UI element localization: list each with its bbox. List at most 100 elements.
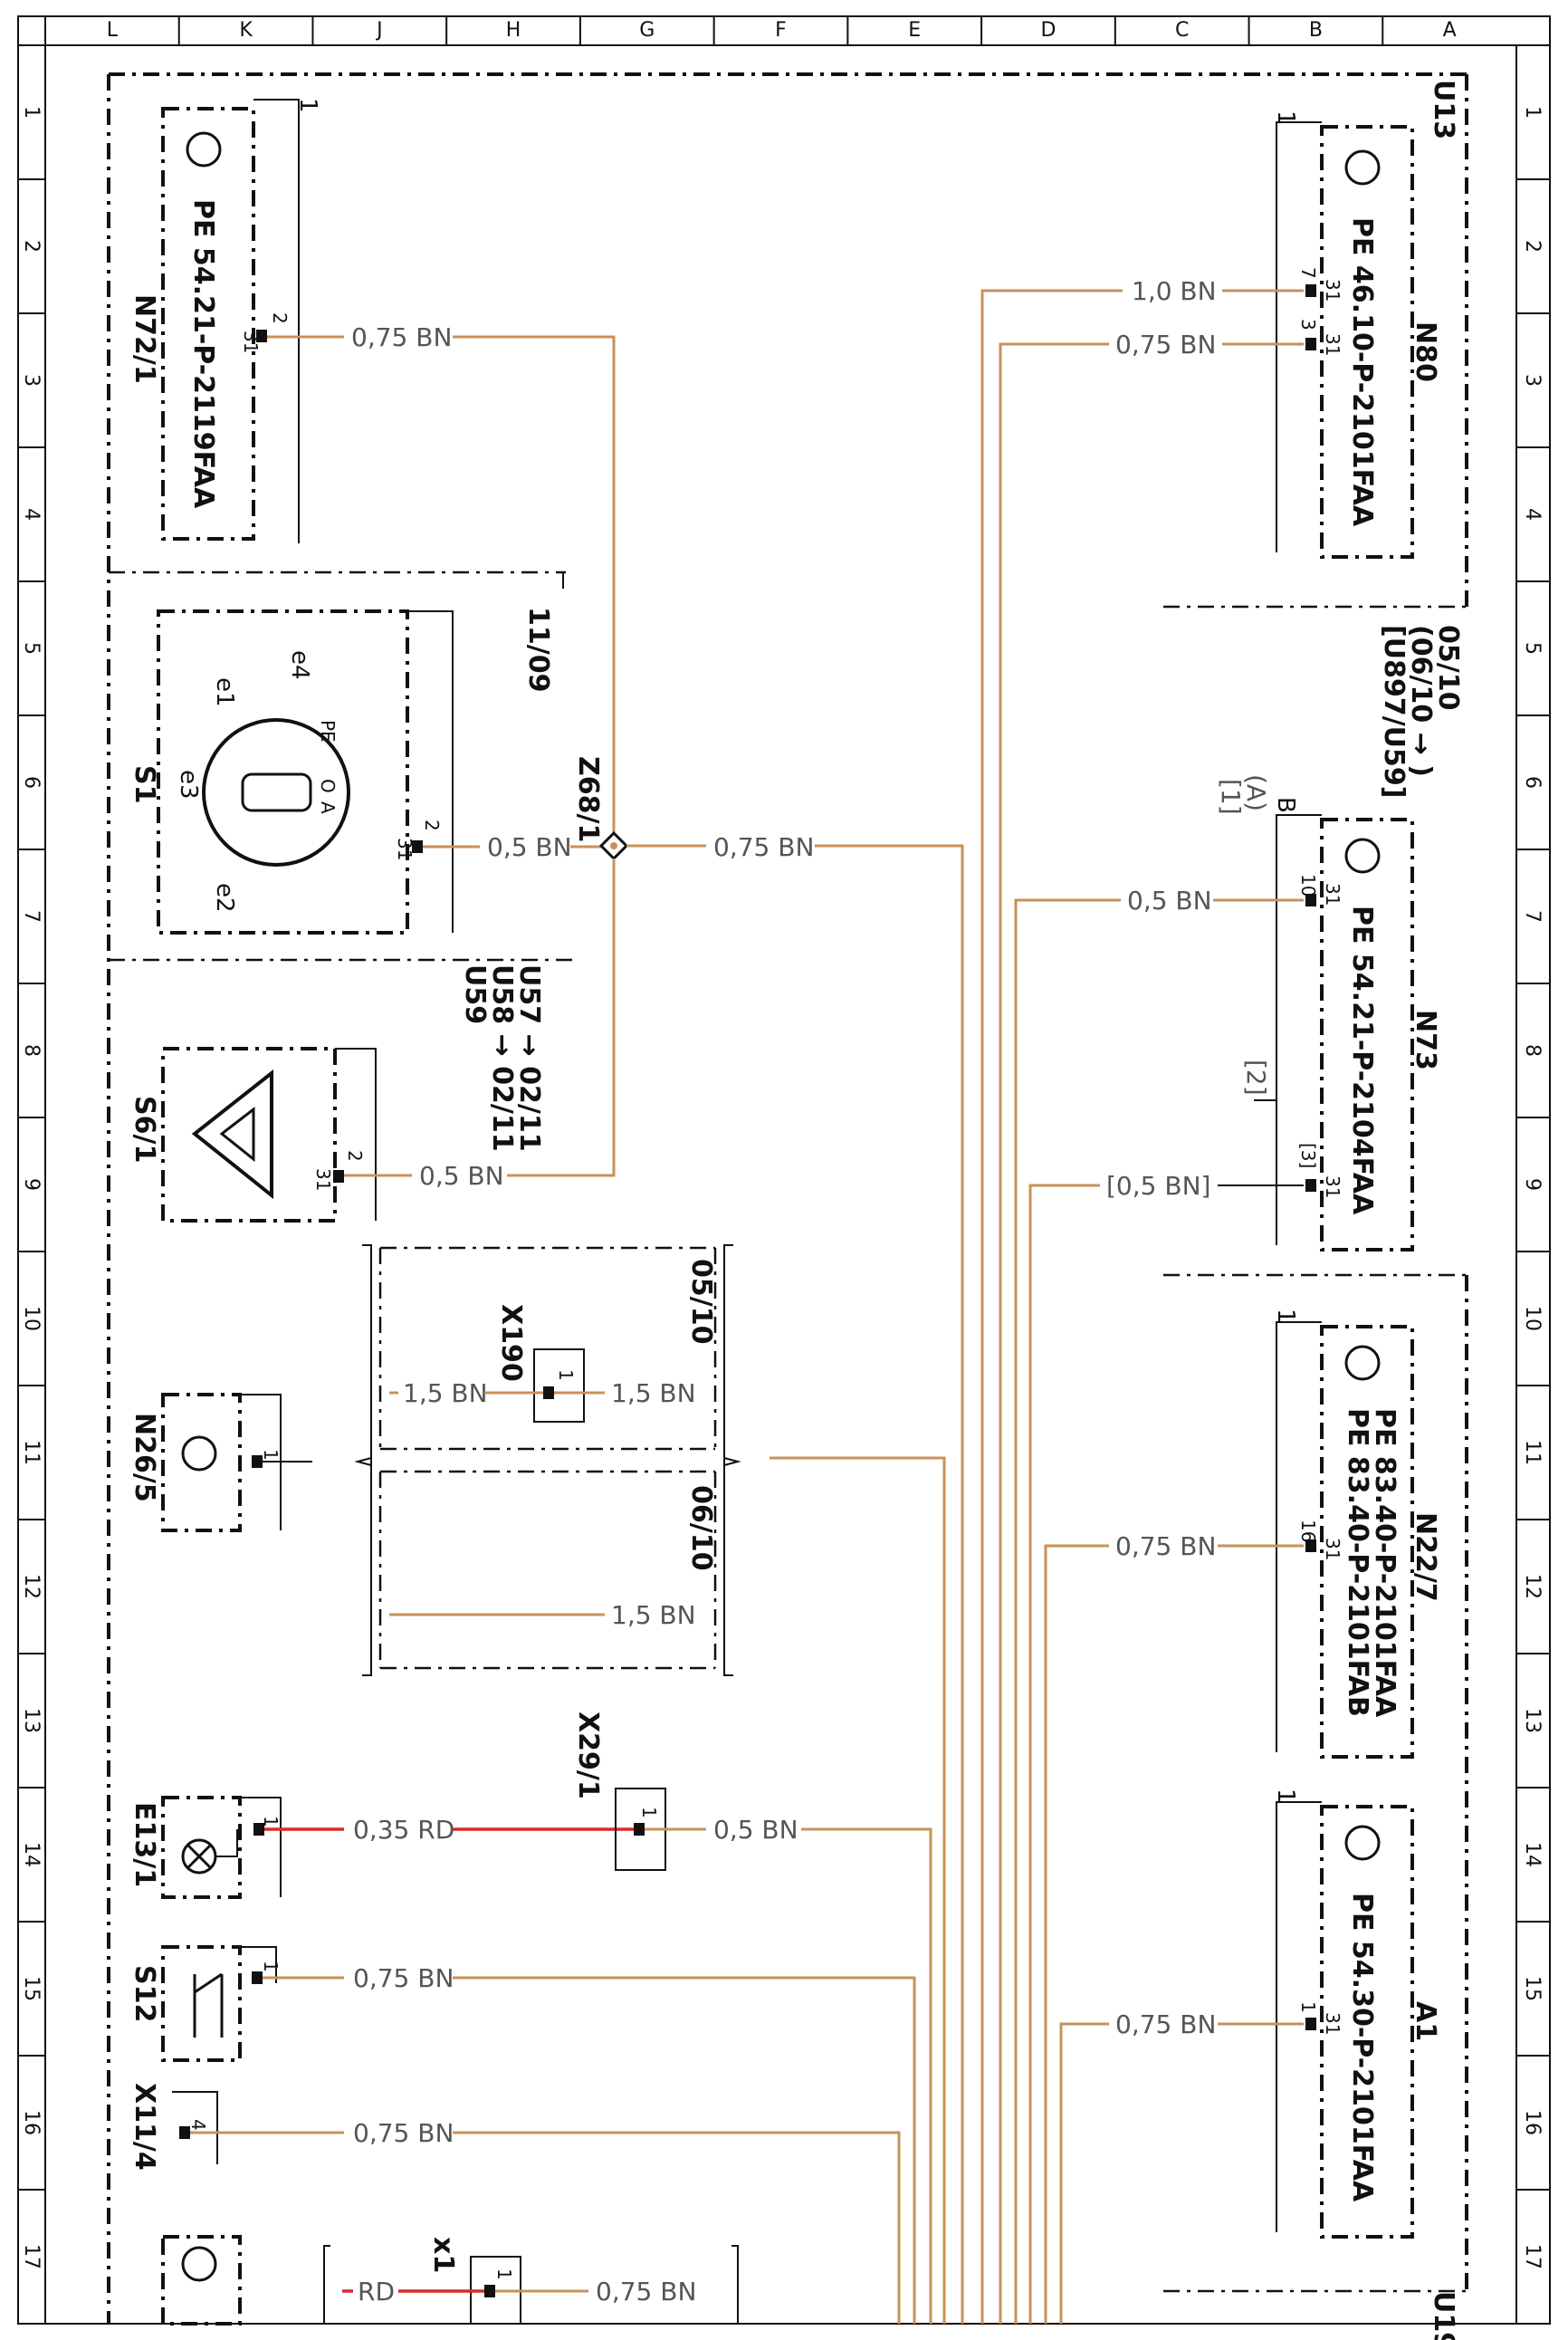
n80-pin-a: 7	[1297, 267, 1319, 279]
component-n80: U13 1 PE 46.10-P-2101FAA N80 7 3 31 31 1…	[980, 80, 1459, 2324]
module-icon	[1344, 838, 1381, 874]
n73-pin-b: [3]	[1297, 1143, 1319, 1168]
x190-wire-bottom: 1,5 BN	[611, 1600, 696, 1630]
row-label: 1	[20, 106, 43, 119]
row-label: 13	[20, 1708, 43, 1733]
row-label: 10	[20, 1306, 43, 1331]
x29-pin: 1	[638, 1807, 660, 1818]
x1-wire-left: RD	[358, 2277, 395, 2306]
a1-gnd: 31	[1322, 2012, 1343, 2035]
row-label: 9	[1521, 1178, 1544, 1191]
n73-wire-b-label: [0,5 BN]	[1106, 1171, 1210, 1201]
row-label: 5	[20, 642, 43, 655]
x1-wire-right: 0,75 BN	[596, 2277, 696, 2306]
s1-wire-label: 0,5 BN	[487, 832, 572, 862]
row-label: 8	[20, 1044, 43, 1057]
e13-wire-label: 0,35 RD	[353, 1815, 454, 1845]
row-label: 10	[1521, 1306, 1544, 1331]
component-bottom-module: x1 1 RD 0,75 BN	[161, 2235, 739, 2326]
n22-pe2: PE 83.40-P-2101FAB	[1342, 1408, 1373, 1717]
row-label: 11	[20, 1440, 43, 1465]
n72-wire-label: 0,75 BN	[351, 322, 452, 352]
s6-pin: 2	[344, 1150, 366, 1162]
n22-conn: 1	[1272, 1309, 1299, 1324]
n22-pe1: PE 83.40-P-2101FAA	[1369, 1408, 1401, 1718]
s1-pin: 2	[421, 820, 443, 831]
module-icon	[1344, 1825, 1381, 1861]
n80-wire-a-label: 1,0 BN	[1132, 276, 1217, 306]
row-label: 4	[1521, 508, 1544, 521]
row-label: 7	[1521, 910, 1544, 923]
s6-gnd: 31	[312, 1168, 334, 1191]
n73-pe-ref: PE 54.21-P-2104FAA	[1346, 906, 1378, 1215]
s1-dial-a: A	[317, 801, 339, 814]
column-label: L	[107, 19, 119, 42]
row-label: 15	[1521, 1976, 1544, 2001]
n73-alt2: [1]	[1216, 779, 1246, 815]
component-s1: e4 e1 e3 e2 S1 PE O A 2 31 0,5 BN 11/09	[129, 572, 607, 935]
x11-wire-label: 0,75 BN	[353, 2118, 454, 2148]
module-icon	[181, 2246, 217, 2282]
switch-contact-icon	[193, 1972, 224, 2038]
x190-label: X190	[495, 1304, 527, 1382]
z68-wire	[815, 844, 964, 2324]
n80-pe-ref: PE 46.10-P-2101FAA	[1346, 217, 1378, 527]
n80-wire-b-label: 0,75 BN	[1115, 330, 1216, 360]
sep-cond: (06/10 → )	[1405, 625, 1437, 777]
s1-label: S1	[129, 765, 160, 803]
s1-e3: e3	[175, 770, 202, 800]
s1-ref: 11/09	[522, 607, 554, 692]
x29-label: X29/1	[572, 1712, 604, 1799]
n22-label: N22/7	[1410, 1512, 1441, 1602]
n80-pin-b: 3	[1297, 319, 1319, 331]
row-label: 9	[20, 1178, 43, 1191]
n22-gnd: 31	[1322, 1538, 1343, 1560]
a1-label: A1	[1410, 2001, 1441, 2041]
a1-wire	[1059, 2022, 1109, 2324]
n73-pin-a: 10	[1297, 874, 1319, 897]
row-label: 12	[1521, 1574, 1544, 1599]
z68-wire-label: 0,75 BN	[713, 832, 814, 862]
z68-label: Z68/1	[572, 756, 604, 842]
module-icon	[186, 131, 222, 168]
n73-gnd-b: 31	[1322, 1175, 1343, 1198]
a1-pin: 1	[1297, 2001, 1319, 2013]
column-label: G	[639, 19, 655, 42]
column-label: J	[375, 19, 383, 42]
s6-label: S6/1	[129, 1096, 160, 1163]
s12-label: S12	[129, 1965, 160, 2022]
column-label: A	[1443, 19, 1457, 42]
rotary-switch-icon	[202, 718, 350, 867]
u13-label: U13	[1428, 80, 1459, 139]
column-label: F	[775, 19, 787, 42]
n73-wire-a-label: 0,5 BN	[1127, 886, 1212, 916]
s6-ref1: U57 → 02/11	[513, 964, 545, 1152]
row-label: 6	[20, 776, 43, 789]
row-label: 17	[1521, 2244, 1544, 2269]
row-label: 13	[1521, 1708, 1544, 1733]
module-icon	[1344, 1345, 1381, 1381]
s1-e2: e2	[211, 883, 238, 913]
component-a1: 1 PE 54.30-P-2101FAA A1 1 31 0,75 BN U19	[1059, 1789, 1459, 2340]
n22-wire	[1044, 1544, 1109, 2324]
s6-wire	[507, 858, 616, 1177]
component-z68-1: Z68/1 0,75 BN	[572, 756, 964, 2324]
separator-reference: 05/10 (06/10 → ) [U897/U59]	[1378, 625, 1464, 798]
hazard-triangle-icon	[191, 1069, 273, 1200]
n73-alt3: [2]	[1241, 1060, 1271, 1096]
n73-label: N73	[1410, 1010, 1441, 1070]
row-label: 3	[20, 374, 43, 387]
row-label: 7	[20, 910, 43, 923]
s12-pin: 1	[260, 1961, 282, 1972]
x29-wire	[801, 1827, 932, 2324]
component-n26-5: N26/5 1 05/10 06/10 X190 1 1,5 BN 1,5 BN…	[129, 1244, 946, 2324]
column-label: H	[506, 19, 521, 42]
s1-dial-pe: PE	[317, 720, 339, 743]
n73-wire-b	[1028, 1184, 1100, 2324]
u19-label: U19	[1428, 2291, 1459, 2340]
row-label: 3	[1521, 374, 1544, 387]
x1-pin: 1	[493, 2268, 515, 2280]
component-n73: B (A) [1] PE 54.21-P-2104FAA N73 10 31 0…	[1014, 774, 1441, 2324]
row-label: 11	[1521, 1440, 1544, 1465]
